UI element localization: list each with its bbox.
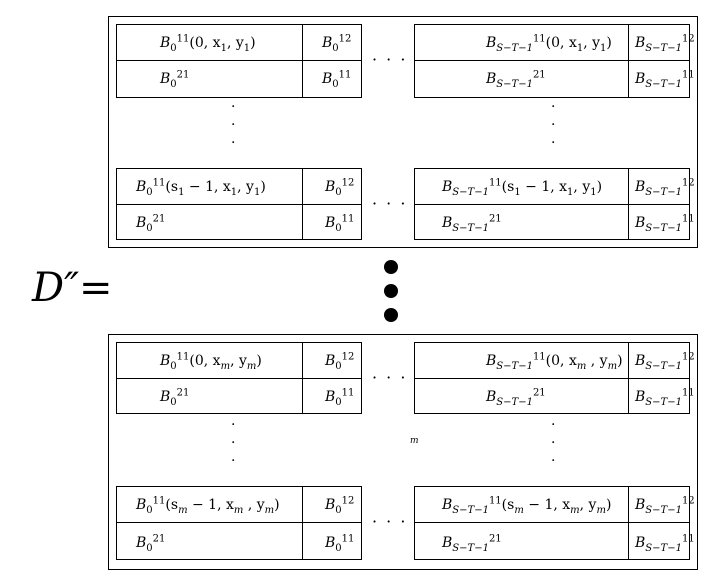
block1-r1-c2: B012 [322,33,352,54]
block1-top-right-matrix [414,24,690,98]
block1-r1-c1: B011(0, x1, y1) [160,33,256,54]
block1-r2-c3: BS−T−121 [486,69,546,90]
block1-vdots-right-3: · [551,135,556,151]
block2-r1-c4: BS−T−112 [635,351,695,372]
block2-vdots-left-3: · [231,453,236,469]
block2-r4-c3: BS−T−121 [442,533,502,554]
block2-r1-c2: B012 [325,351,355,372]
block2-top-hdots: · · · [372,368,408,387]
equation-label: D″= [32,265,113,311]
block2-r3-c1: B011(sm − 1, xm , ym) [136,495,280,516]
block2-bottom-hdots: · · · [372,512,408,531]
block1-top-left-matrix [116,24,362,98]
block-2 [108,334,698,570]
block1-r3-c4: BS−T−112 [635,177,695,198]
block2-vdots-right-3: · [551,453,556,469]
block1-vdots-right-1: · [551,99,556,115]
block1-r2-c1: B021 [160,69,190,90]
block1-r1-c3: BS−T−111(0, x1, y1) [486,33,612,54]
block-index-m-label: m [410,436,419,446]
block2-r4-c4: BS−T−111 [635,533,695,554]
vertical-ellipsis-dot-2 [384,284,398,298]
block2-r2-c3: BS−T−121 [486,387,546,408]
block2-vdots-right-1: · [551,417,556,433]
block1-r4-c4: BS−T−111 [635,213,695,234]
block1-bottom-hdots: · · · [372,194,408,213]
block2-r1-c3: BS−T−111(0, xm , ym) [486,351,623,372]
block1-r2-c2: B011 [322,69,352,90]
block1-r4-c3: BS−T−121 [442,213,502,234]
block2-r2-c2: B011 [325,387,355,408]
block1-vdots-right-2: · [551,117,556,133]
block2-r2-c1: B021 [160,387,190,408]
block2-r3-c2: B012 [325,495,355,516]
block2-r3-c3: BS−T−111(sm − 1, xm, ym) [442,495,612,516]
vertical-ellipsis-dot-3 [384,308,398,322]
block1-r2-c4: BS−T−111 [635,69,695,90]
block2-r4-c2: B011 [325,533,355,554]
block1-r1-c4: BS−T−112 [635,33,695,54]
block1-r4-c2: B011 [325,213,355,234]
block1-vdots-left-1: · [231,99,236,115]
block2-r2-c4: BS−T−111 [635,387,695,408]
block1-vdots-left-2: · [231,117,236,133]
block-1 [108,16,698,248]
block1-r3-c1: B011(s1 − 1, x1, y1) [136,177,266,198]
block2-r4-c1: B021 [136,533,166,554]
block2-bottom-left-matrix [116,486,362,560]
block1-r4-c1: B021 [136,213,166,234]
block2-vdots-left-2: · [231,435,236,451]
vertical-ellipsis-dot-1 [384,260,398,274]
block2-r1-c1: B011(0, xm, ym) [160,351,262,372]
block1-vdots-left-3: · [231,135,236,151]
block2-vdots-right-2: · [551,435,556,451]
block2-r3-c4: BS−T−112 [635,495,695,516]
block2-bottom-right-matrix [414,486,690,560]
block1-top-hdots: · · · [372,50,408,69]
block2-vdots-left-1: · [231,417,236,433]
block1-r3-c2: B012 [325,177,355,198]
block1-r3-c3: BS−T−111(s1 − 1, x1, y1) [442,177,603,198]
